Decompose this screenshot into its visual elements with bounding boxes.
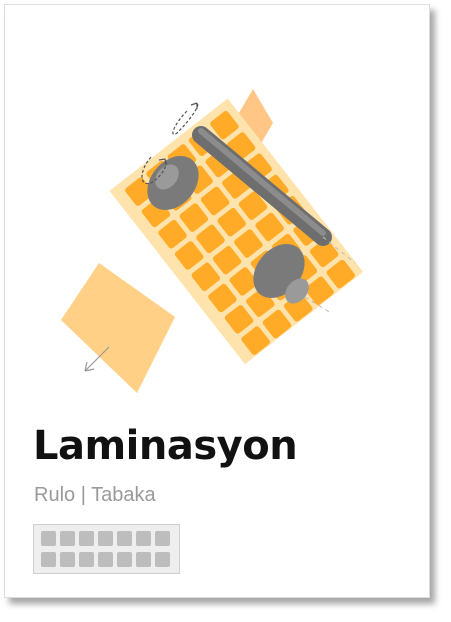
rotation-arrow-icon — [172, 102, 199, 135]
tray-cell — [117, 531, 132, 546]
output-arrow-icon — [84, 346, 110, 372]
tray-cell — [98, 552, 113, 567]
top-roller-highlight — [198, 128, 326, 236]
rotation-arrow-icon — [141, 156, 167, 185]
top-roller — [192, 126, 332, 246]
sheet-tile — [158, 220, 187, 249]
sheet-tile — [191, 262, 221, 292]
roller-axis-line — [322, 236, 356, 264]
sheet-tile — [309, 238, 339, 268]
sheet-tile — [174, 241, 204, 270]
tray-cell — [117, 552, 132, 567]
sheet-tile — [212, 245, 242, 275]
sheet-tile — [238, 191, 268, 220]
sheet-tile — [255, 212, 284, 242]
sheet-tile — [326, 259, 356, 289]
sheet-tray-icon — [33, 524, 180, 574]
sheet-tile — [208, 283, 237, 313]
sheet-tile — [305, 276, 334, 305]
output-arrow-head — [84, 361, 95, 372]
tray-cell — [79, 531, 94, 546]
tray-cell — [41, 552, 56, 567]
sheet-tile — [210, 110, 239, 140]
sheet-tile — [217, 208, 246, 237]
tray-cell — [155, 552, 170, 567]
roller-axis-line — [304, 296, 332, 314]
tray-cell — [60, 552, 75, 567]
card-subtitle: Rulo | Tabaka — [34, 484, 156, 506]
roller-assembly — [147, 126, 356, 314]
sheet-tile — [224, 305, 254, 334]
sheet-tile — [262, 309, 292, 339]
card-title: Laminasyon — [33, 423, 298, 469]
sheet-tile — [125, 177, 154, 206]
sheet-tile — [234, 229, 263, 258]
sheet-tile — [200, 186, 230, 216]
sheet-tile — [196, 224, 225, 254]
tray-cell — [98, 531, 113, 546]
right-roller-cap — [285, 278, 309, 304]
tray-cell — [136, 531, 151, 546]
tray-cell — [136, 552, 151, 567]
tray-cell — [41, 531, 56, 546]
rotation-arrow-head — [158, 158, 167, 166]
tray-cell — [79, 552, 94, 567]
left-roller-cap — [155, 164, 179, 190]
laminated-sheet-output — [61, 263, 175, 393]
tray-cell — [155, 531, 170, 546]
sheet-tile — [241, 326, 270, 355]
sheet-tile — [229, 267, 258, 296]
lamination-card[interactable]: Laminasyon Rulo | Tabaka — [4, 4, 430, 598]
tray-cell — [60, 531, 75, 546]
rotation-arrow-head — [190, 102, 198, 109]
lamination-roller-icon — [61, 89, 364, 393]
sheet-tile — [179, 203, 209, 232]
